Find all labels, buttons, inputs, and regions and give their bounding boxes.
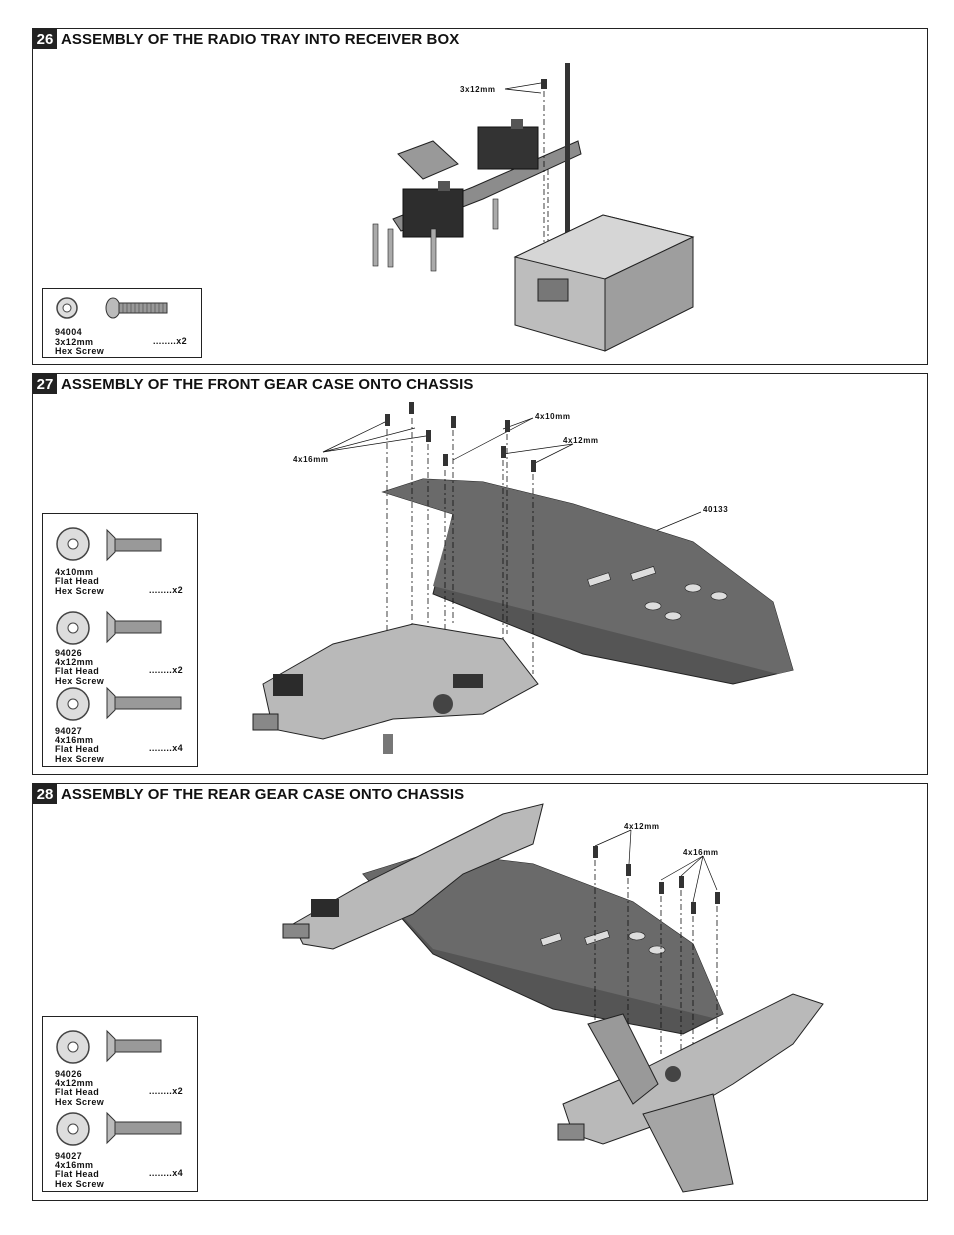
step-title: ASSEMBLY OF THE FRONT GEAR CASE ONTO CHA…: [61, 375, 474, 393]
part-name: Hex Screw: [55, 346, 105, 356]
washer-icon: [56, 611, 90, 645]
part-qty: ........x4: [149, 1168, 184, 1178]
part-name: Hex Screw: [55, 1179, 105, 1189]
part-code: 94027: [55, 1151, 83, 1161]
part-qty: ........x4: [149, 743, 184, 753]
part-code: 94027: [55, 726, 83, 736]
step-number: 28: [33, 784, 57, 804]
part-name: Flat Head: [55, 1169, 100, 1179]
flat-head-screw-icon: [106, 610, 162, 644]
callout-4x16: 4x16mm: [683, 848, 719, 857]
step-27-section: 27 ASSEMBLY OF THE FRONT GEAR CASE ONTO …: [32, 373, 928, 775]
part-name: Hex Screw: [55, 754, 105, 764]
flat-head-screw-icon: [106, 528, 162, 562]
callout-3x12: 3x12mm: [460, 85, 496, 94]
suspension-arm-illustration: [252, 623, 539, 754]
chassis-plate-illustration: [252, 402, 794, 754]
step-header: 26 ASSEMBLY OF THE RADIO TRAY INTO RECEI…: [33, 29, 459, 49]
part-name: Flat Head: [55, 1087, 100, 1097]
part-size: 3x12mm: [55, 337, 94, 347]
flat-head-screw-icon: [106, 1029, 162, 1063]
washer-icon: [56, 1030, 90, 1064]
step-header: 28 ASSEMBLY OF THE REAR GEAR CASE ONTO C…: [33, 784, 464, 804]
step-number: 26: [33, 29, 57, 49]
flat-head-screw-icon: [106, 686, 182, 720]
part-qty: ........x2: [149, 1086, 184, 1096]
callout-part-40133: 40133: [703, 505, 729, 514]
servo-icon: [477, 119, 539, 170]
step-26-section: 26 ASSEMBLY OF THE RADIO TRAY INTO RECEI…: [32, 28, 928, 365]
part-size: 4x16mm: [55, 735, 94, 745]
part-code: 94004: [55, 327, 83, 337]
part-name: Flat Head: [55, 576, 100, 586]
step-title: ASSEMBLY OF THE RADIO TRAY INTO RECEIVER…: [61, 30, 460, 48]
part-qty: ........x2: [149, 665, 184, 675]
servo-icon: [402, 181, 464, 238]
step-header: 27 ASSEMBLY OF THE FRONT GEAR CASE ONTO …: [33, 374, 474, 394]
callout-4x16: 4x16mm: [293, 455, 329, 464]
hex-screw-icon: [105, 297, 168, 319]
part-code: 94026: [55, 1069, 83, 1079]
suspension-arm-illustration: [282, 803, 544, 950]
radio-tray-illustration: [372, 63, 695, 352]
part-qty: ........x2: [149, 585, 184, 595]
part-size: 4x10mm: [55, 567, 94, 577]
part-size: 4x12mm: [55, 1078, 94, 1088]
washer-icon: [56, 527, 90, 561]
washer-icon: [56, 687, 90, 721]
parts-box: 4x10mm Flat Head Hex Screw ........x2 94…: [42, 513, 198, 767]
parts-box: 94004 3x12mm Hex Screw ........x2: [42, 288, 202, 358]
part-code: 94026: [55, 648, 83, 658]
callout-4x12: 4x12mm: [624, 822, 660, 831]
suspension-arm-illustration: [557, 993, 824, 1193]
washer-icon: [56, 297, 78, 319]
parts-box: 94026 4x12mm Flat Head Hex Screw .......…: [42, 1016, 198, 1192]
part-size: 4x12mm: [55, 657, 94, 667]
flat-head-screw-icon: [106, 1111, 182, 1145]
part-name: Hex Screw: [55, 1097, 105, 1107]
part-size: 4x16mm: [55, 1160, 94, 1170]
chassis-plate-illustration: [282, 803, 824, 1193]
step-title: ASSEMBLY OF THE REAR GEAR CASE ONTO CHAS…: [61, 785, 465, 803]
step-number: 27: [33, 374, 57, 394]
callout-4x10: 4x10mm: [535, 412, 571, 421]
part-name: Hex Screw: [55, 676, 105, 686]
washer-icon: [56, 1112, 90, 1146]
part-name: Flat Head: [55, 744, 100, 754]
part-name: Flat Head: [55, 666, 100, 676]
callout-4x12: 4x12mm: [563, 436, 599, 445]
part-qty: ........x2: [153, 336, 188, 346]
receiver-box-icon: [513, 214, 695, 352]
part-name: Hex Screw: [55, 586, 105, 596]
step-28-section: 28 ASSEMBLY OF THE REAR GEAR CASE ONTO C…: [32, 783, 928, 1201]
